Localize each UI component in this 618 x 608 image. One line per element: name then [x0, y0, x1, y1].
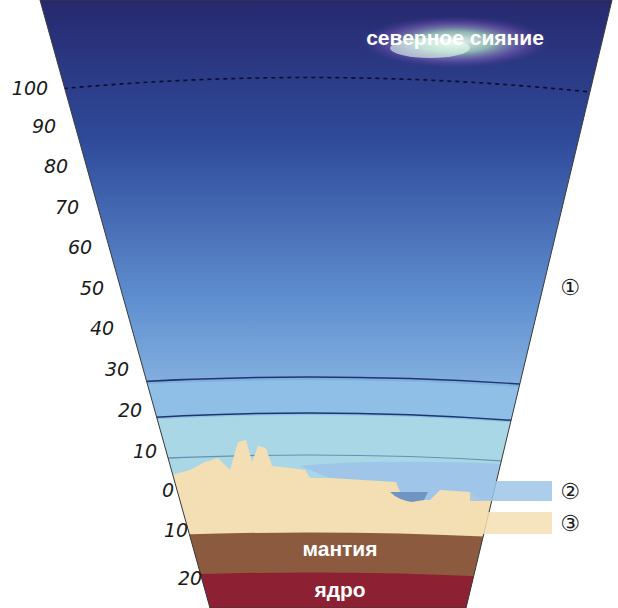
scale-number: 20: [178, 567, 202, 589]
aurora-label: северное сияние: [366, 26, 544, 50]
scale-number: 30: [105, 358, 129, 380]
layer-label: мантия: [302, 537, 377, 561]
callout-number: ③: [560, 511, 580, 536]
scale-number: 60: [68, 236, 92, 258]
scale-number: 10: [133, 440, 157, 462]
scale-number: 0: [162, 479, 174, 501]
callout-number: ①: [560, 275, 580, 300]
layer-label: ядро: [314, 578, 365, 602]
scale-number: 90: [32, 115, 56, 137]
scale-number: 20: [118, 399, 142, 421]
scale-number: 80: [44, 155, 68, 177]
scale-number: 10: [164, 519, 188, 541]
scale-number: 70: [55, 196, 79, 218]
callout-number: ②: [560, 479, 580, 504]
scale-number: 100: [12, 77, 48, 99]
scale-number: 50: [80, 277, 104, 299]
scale-number: 40: [90, 317, 114, 339]
